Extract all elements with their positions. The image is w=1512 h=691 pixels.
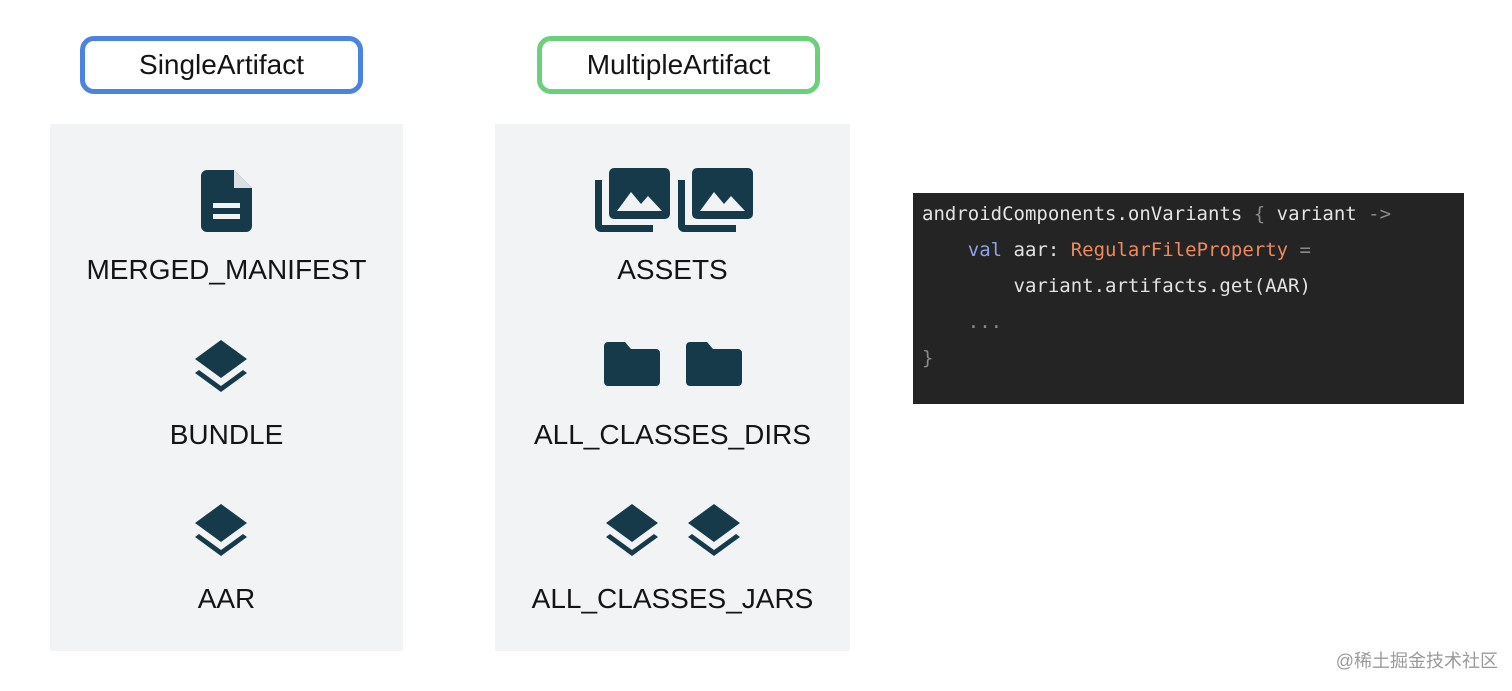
multiple-artifact-header: MultipleArtifact bbox=[537, 36, 820, 94]
code-punct: = bbox=[1288, 239, 1311, 261]
code-line-3: variant.artifacts.get(AAR) bbox=[922, 275, 1311, 297]
code-line-5: } bbox=[922, 347, 934, 369]
code-type: RegularFileProperty bbox=[1070, 239, 1289, 261]
layers-icon bbox=[195, 504, 247, 556]
multiple-artifact-title: MultipleArtifact bbox=[586, 49, 771, 80]
aar-label: AAR bbox=[197, 583, 256, 614]
folder-icon bbox=[604, 342, 660, 386]
code-text: androidComponents.onVariants bbox=[922, 203, 1243, 225]
assets-label: ASSETS bbox=[617, 254, 728, 285]
multiple-artifact-panel: ASSETS ALL_CLASSES_DIRS ALL_CLASSES_JARS bbox=[495, 124, 850, 651]
all-classes-jars-label: ALL_CLASSES_JARS bbox=[531, 583, 814, 614]
code-punct: -> bbox=[1356, 203, 1392, 225]
code-punct: { bbox=[1242, 203, 1277, 225]
layers-icon bbox=[195, 340, 247, 392]
layers-icon bbox=[606, 504, 658, 556]
code-snippet: androidComponents.onVariants { variant -… bbox=[913, 193, 1464, 404]
code-text: aar: bbox=[1002, 239, 1071, 261]
code-line-1: androidComponents.onVariants { variant -… bbox=[922, 201, 1464, 237]
single-artifact-title: SingleArtifact bbox=[139, 49, 304, 80]
bundle-label: BUNDLE bbox=[169, 419, 284, 450]
watermark: @稀土掘金技术社区 bbox=[1335, 651, 1498, 671]
merged-manifest-label: MERGED_MANIFEST bbox=[86, 254, 367, 285]
photo-library-icon bbox=[678, 168, 753, 232]
all-classes-dirs-label: ALL_CLASSES_DIRS bbox=[533, 419, 812, 450]
code-line-2: val aar: RegularFileProperty = bbox=[922, 237, 1464, 273]
single-artifact-header: SingleArtifact bbox=[80, 36, 363, 94]
layers-icon bbox=[688, 504, 740, 556]
code-keyword: val bbox=[967, 239, 1003, 261]
document-icon bbox=[201, 170, 252, 232]
single-artifact-panel: MERGED_MANIFEST BUNDLE AAR bbox=[50, 124, 403, 651]
code-text: variant bbox=[1276, 203, 1357, 225]
photo-library-icon bbox=[595, 168, 670, 232]
folder-icon bbox=[686, 342, 742, 386]
code-indent bbox=[922, 239, 968, 261]
code-line-4: ... bbox=[922, 311, 1003, 333]
